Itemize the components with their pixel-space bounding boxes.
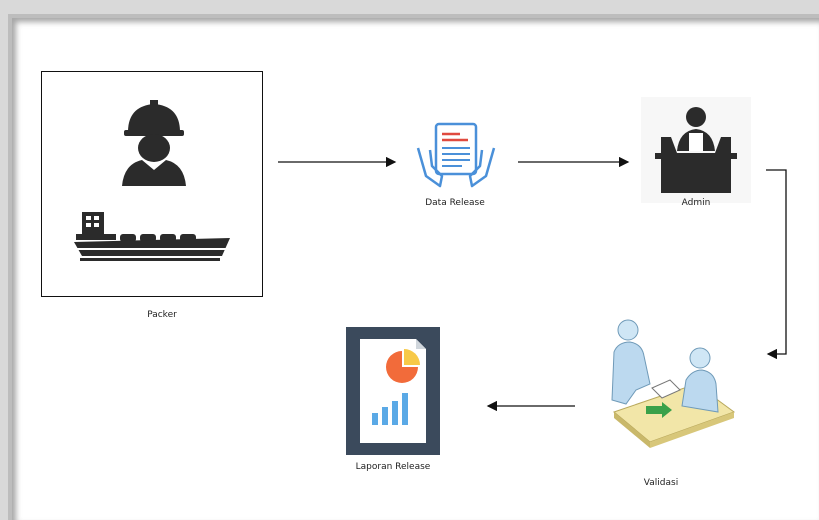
admin-label: Admin bbox=[681, 198, 711, 208]
report-chart-icon bbox=[346, 327, 440, 455]
admin-desk-icon bbox=[641, 97, 751, 203]
packer-node bbox=[41, 71, 263, 297]
laporan-release-label: Laporan Release bbox=[355, 462, 431, 472]
data-release-label: Data Release bbox=[425, 198, 485, 208]
ship-icon bbox=[74, 212, 230, 261]
document-hands-icon bbox=[416, 122, 496, 188]
packer-label: Packer bbox=[147, 310, 177, 320]
validasi-label: Validasi bbox=[643, 478, 679, 488]
worker-icon bbox=[122, 100, 186, 186]
edge-admin-to-validasi bbox=[766, 169, 787, 360]
meeting-icon bbox=[611, 319, 736, 448]
